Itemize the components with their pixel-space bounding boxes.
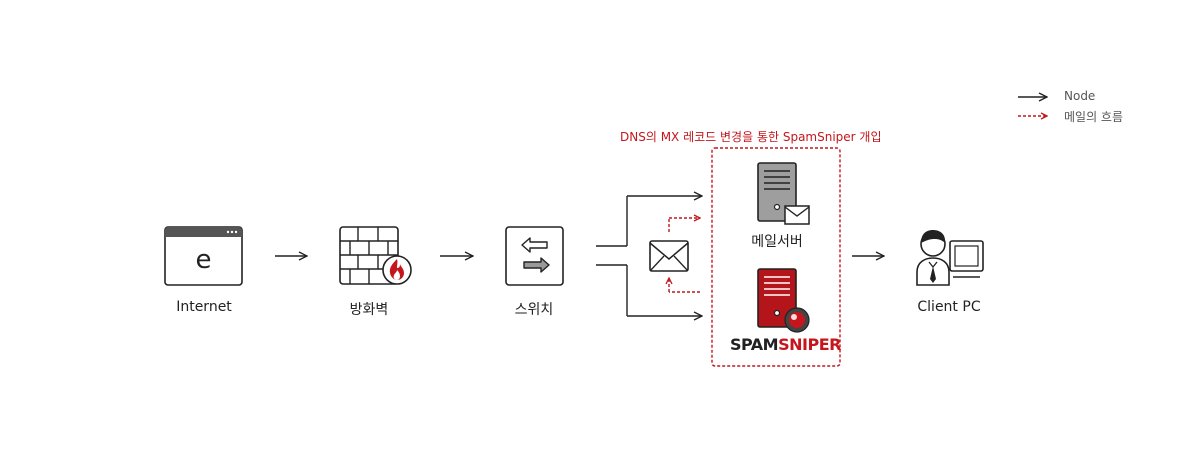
legend-mailflow-label: 메일의 흐름 xyxy=(1064,110,1124,124)
client-pc-icon xyxy=(916,230,984,286)
envelope-icon xyxy=(649,240,689,272)
switch-label: 스위치 xyxy=(514,302,554,318)
firewall-label: 방화벽 xyxy=(349,302,389,318)
spamsniper-intervention-box xyxy=(711,147,841,367)
brand-sniper: SNIPER xyxy=(778,335,841,354)
spamsniper-server-icon xyxy=(757,268,810,333)
mail-server-label: 메일서버 xyxy=(751,234,803,250)
legend xyxy=(1018,97,1047,116)
firewall-icon xyxy=(339,226,412,285)
browser-icon xyxy=(164,226,243,286)
switch-branch-lines xyxy=(596,196,702,316)
switch-icon xyxy=(505,226,564,286)
mail-server-icon xyxy=(757,162,810,225)
mail-flow-arrows xyxy=(669,218,700,293)
spamsniper-brand: SPAMSNIPER xyxy=(730,335,841,354)
internet-label: Internet xyxy=(176,299,232,315)
intervention-title: DNS의 MX 레코드 변경을 통한 SpamSniper 개입 xyxy=(620,130,882,144)
mail-badge-icon xyxy=(784,205,810,225)
client-pc-label: Client PC xyxy=(917,299,981,315)
brand-spam: SPAM xyxy=(730,335,779,354)
legend-node-label: Node xyxy=(1064,89,1096,103)
internet-glyph: e xyxy=(195,245,212,275)
